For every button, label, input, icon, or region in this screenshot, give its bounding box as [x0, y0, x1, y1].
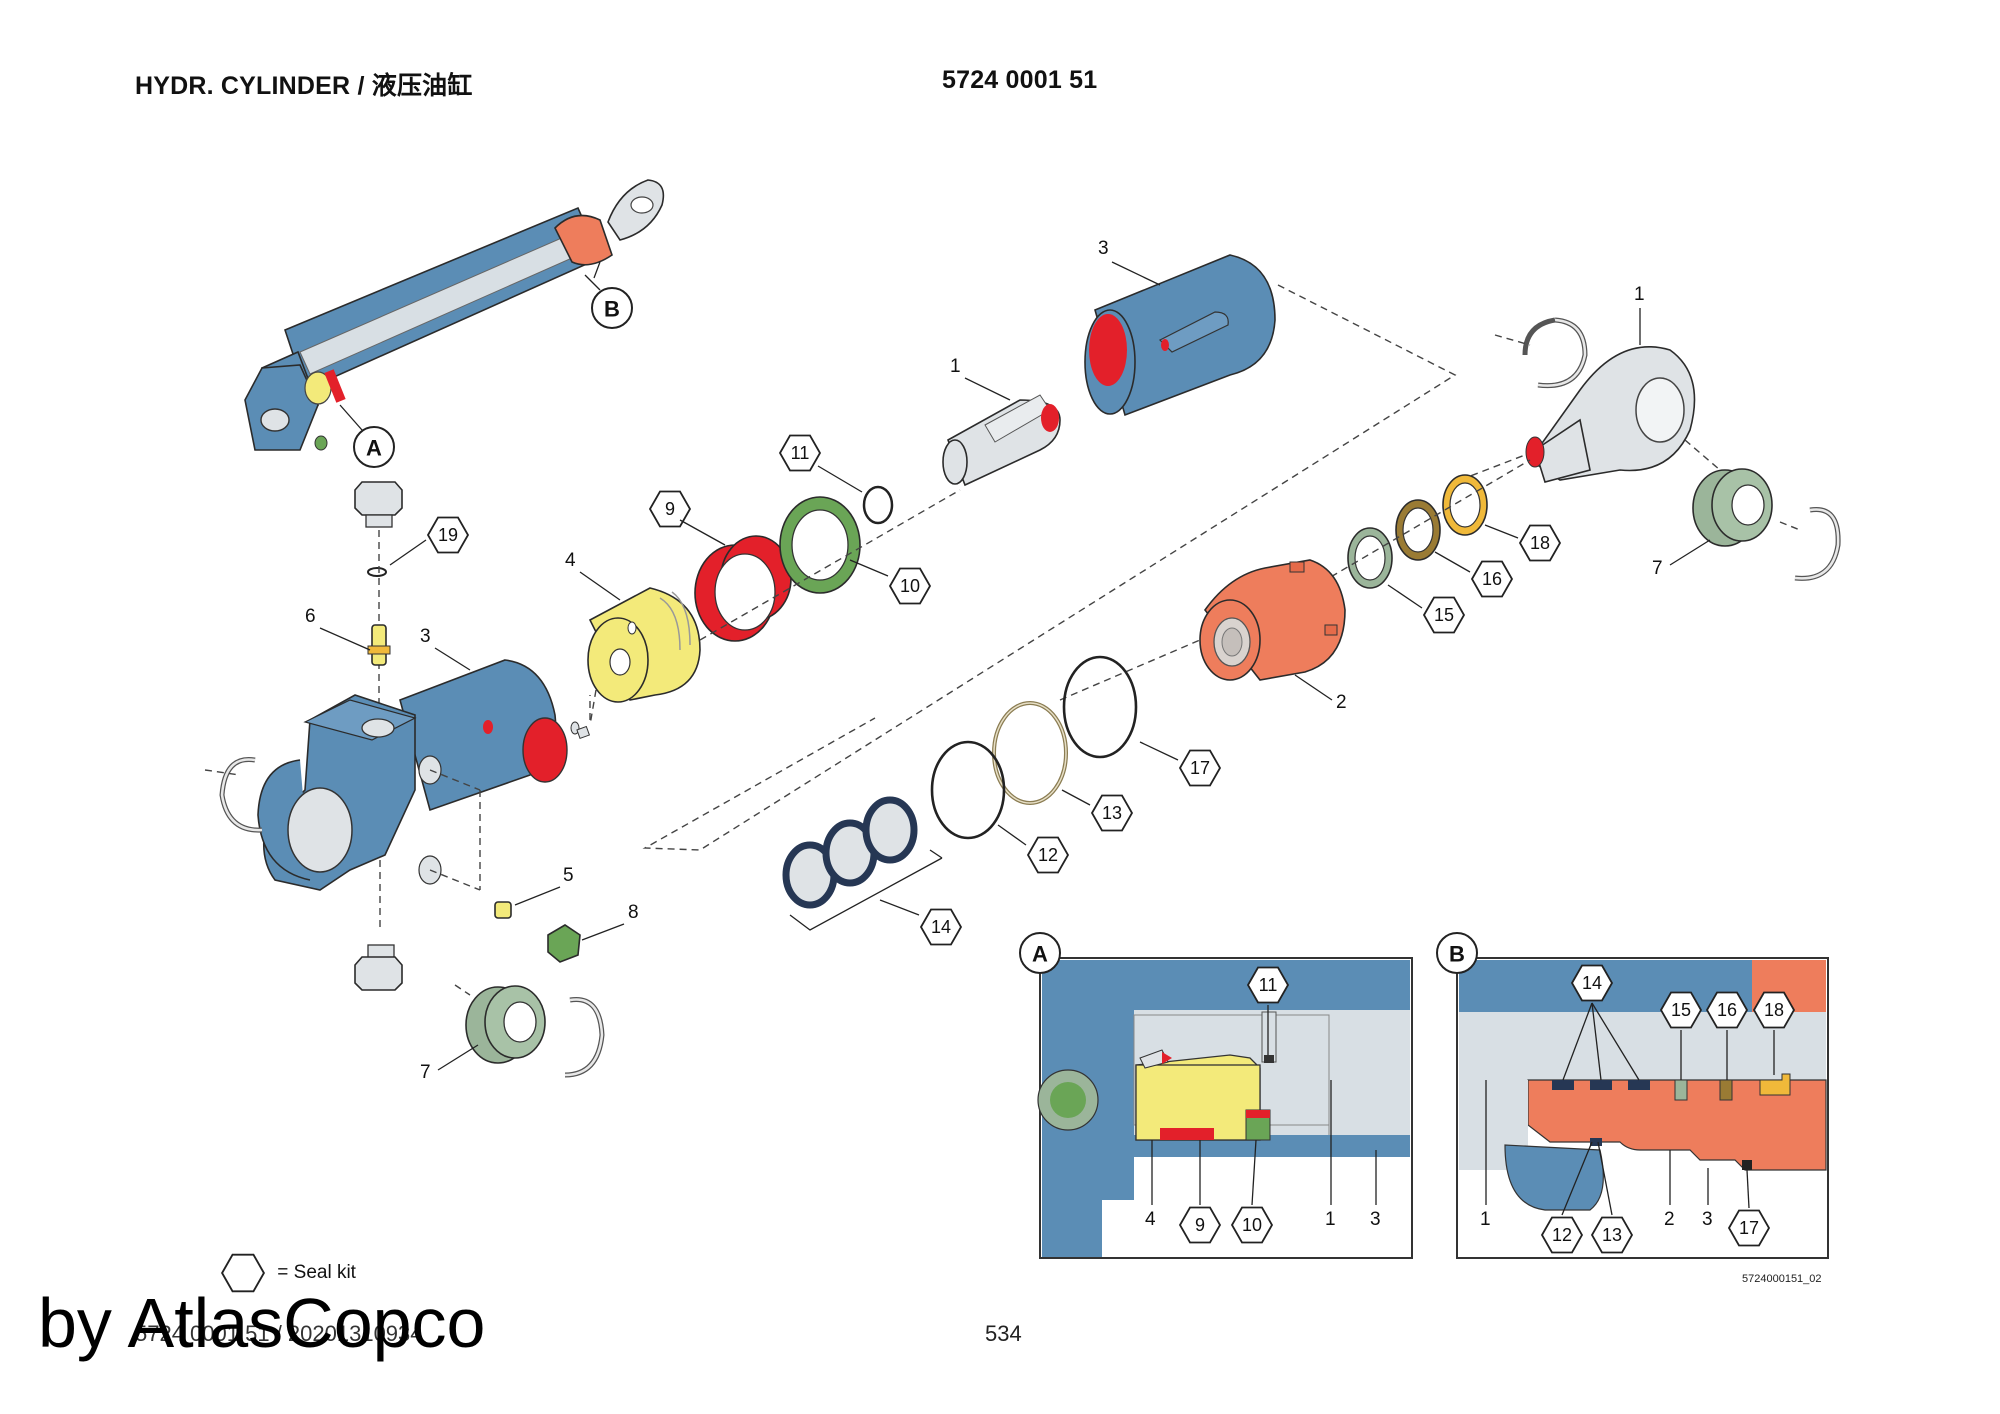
watermark: by AtlasCopco — [38, 1284, 486, 1362]
detail-marker-a: A — [339, 404, 395, 468]
detail-a-label-3: 3 — [1370, 1209, 1381, 1230]
ring-part-13 — [992, 701, 1068, 805]
detail-b-callout-14: 14 — [1582, 973, 1602, 993]
detail-b-marker: B — [1436, 932, 1478, 974]
seal-kit-hex-icon — [221, 1253, 265, 1293]
oring-part-17 — [1062, 655, 1138, 759]
cylinder-tube-part-3 — [1084, 254, 1276, 417]
detail-b-callout-13: 13 — [1602, 1225, 1622, 1245]
callout-19: 19 — [438, 525, 458, 545]
callout-7-bottom: 7 — [420, 1062, 431, 1083]
rings-part-14 — [782, 796, 943, 931]
detail-a-callout-11: 11 — [1259, 975, 1278, 995]
detail-b-label-2: 2 — [1664, 1209, 1675, 1230]
svg-text:A: A — [366, 436, 382, 461]
grease-nipple-part-6 — [367, 624, 391, 666]
circlip-left — [204, 756, 263, 833]
detail-b-callout-16: 16 — [1717, 1000, 1737, 1020]
callout-15: 15 — [1434, 605, 1454, 625]
svg-text:B: B — [1449, 942, 1465, 967]
cylinder-head-part-2 — [1199, 559, 1346, 681]
ring-part-15 — [1347, 527, 1393, 589]
callout-14: 14 — [931, 917, 951, 937]
plug-part-19 — [354, 481, 403, 745]
callout-6: 6 — [305, 606, 316, 627]
callout-8: 8 — [628, 902, 639, 923]
plug-part-8 — [547, 924, 581, 963]
detail-a-section — [1037, 957, 1413, 1259]
legend: = Seal kit — [220, 1252, 356, 1294]
detail-a-label-1: 1 — [1325, 1209, 1336, 1230]
bottom-plug — [354, 944, 403, 991]
detail-a-callout-9: 9 — [1195, 1215, 1205, 1235]
detail-a-marker: A — [1019, 932, 1061, 974]
detail-a-label-4: 4 — [1145, 1209, 1156, 1230]
detail-b-label-3: 3 — [1702, 1209, 1713, 1230]
detail-b-callout-12: 12 — [1552, 1225, 1572, 1245]
svg-text:A: A — [1032, 942, 1048, 967]
callout-7-top: 7 — [1652, 558, 1663, 579]
piston-part-4 — [576, 587, 701, 740]
callout-5: 5 — [563, 865, 574, 886]
screw-part-5 — [494, 901, 512, 919]
page-title: HYDR. CYLINDER / 液压油缸 — [135, 72, 473, 100]
drawing-reference: 5724000151_02 — [1742, 1273, 1822, 1285]
cylinder-base-part-3 — [257, 659, 591, 930]
callout-17: 17 — [1190, 758, 1210, 778]
callout-11: 11 — [791, 443, 810, 463]
ring-part-18 — [1442, 474, 1488, 536]
callout-1-eye: 1 — [1634, 284, 1645, 305]
legend-text: = Seal kit — [277, 1262, 356, 1283]
svg-text:B: B — [604, 297, 620, 322]
detail-b-callout-15: 15 — [1671, 1000, 1691, 1020]
detail-marker-b: B — [584, 274, 633, 329]
bearing-part-7-bottom — [454, 984, 605, 1078]
callout-9: 9 — [665, 499, 675, 519]
detail-a-callout-10: 10 — [1242, 1215, 1262, 1235]
seal-part-9 — [694, 535, 792, 642]
bearing-part-7-top — [1692, 468, 1841, 581]
oring-part-11 — [862, 485, 894, 525]
callout-3-tube: 3 — [1098, 238, 1109, 259]
page-number: 534 — [985, 1321, 1022, 1346]
circlip-top-right — [1494, 317, 1588, 389]
part-number: 5724 0001 51 — [942, 66, 1098, 94]
ring-part-16 — [1395, 499, 1441, 561]
oring-part-12 — [930, 740, 1006, 840]
callout-10: 10 — [900, 576, 920, 596]
piston-rod-part-1 — [942, 394, 1061, 487]
callout-16: 16 — [1482, 569, 1502, 589]
rod-eye-part-1 — [1459, 346, 1721, 483]
detail-b-section — [1456, 957, 1829, 1259]
footer-code: 5724 0001 51 / 20201310934 — [135, 1321, 423, 1346]
assembled-cylinder — [244, 179, 665, 451]
callout-2: 2 — [1336, 692, 1347, 713]
seal-part-10 — [779, 496, 861, 594]
callout-4: 4 — [565, 550, 576, 571]
detail-b-label-1: 1 — [1480, 1209, 1491, 1230]
callout-18: 18 — [1530, 533, 1550, 553]
callout-13: 13 — [1102, 803, 1122, 823]
callout-12: 12 — [1038, 845, 1058, 865]
callout-3-base: 3 — [420, 626, 431, 647]
detail-b-callout-18: 18 — [1764, 1000, 1784, 1020]
callout-1-rod: 1 — [950, 356, 961, 377]
detail-b-callout-17: 17 — [1739, 1218, 1759, 1238]
